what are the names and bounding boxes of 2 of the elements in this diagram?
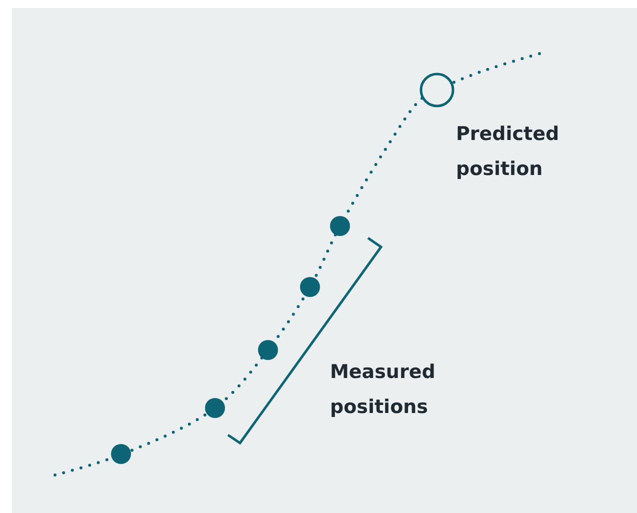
annotation-label: Predicted position <box>456 122 560 182</box>
annotation-label: Measured positions <box>330 360 436 420</box>
